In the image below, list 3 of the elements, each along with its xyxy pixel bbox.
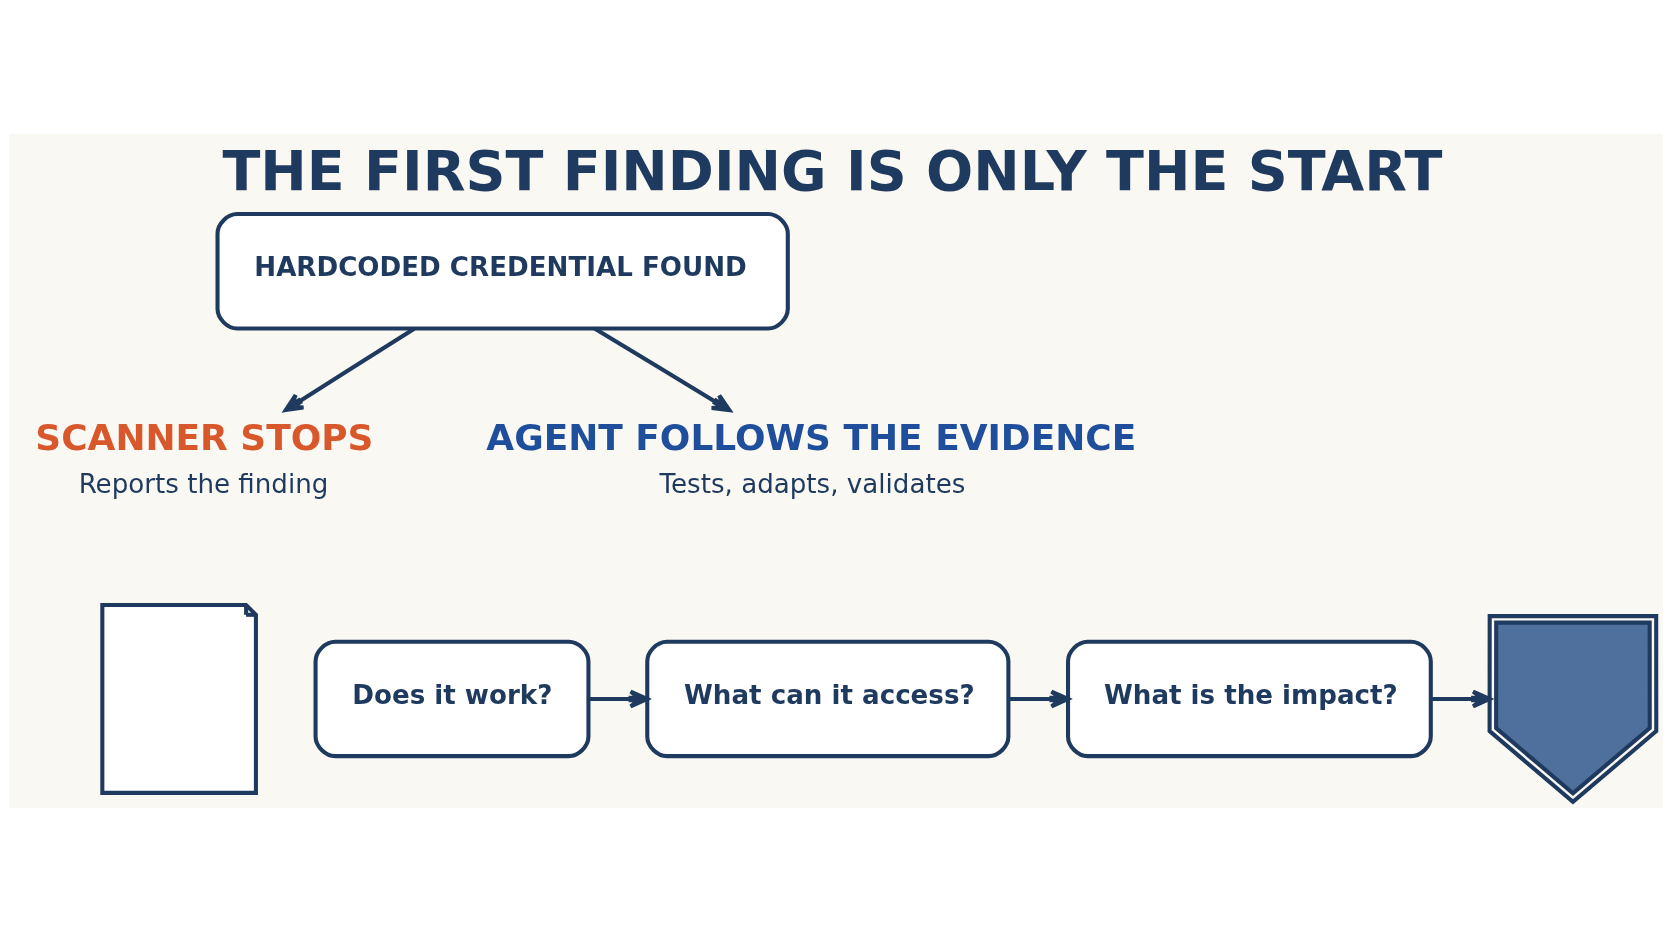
node-text: AGENT FOLLOWS THE EVIDENCE Tests, adapts, validates (486, 416, 1137, 499)
diagram-title: THE FIRST FINDING IS ONLY THE START (222, 137, 1443, 203)
node-text: SCANNER STOPS Reports the finding (35, 416, 374, 499)
